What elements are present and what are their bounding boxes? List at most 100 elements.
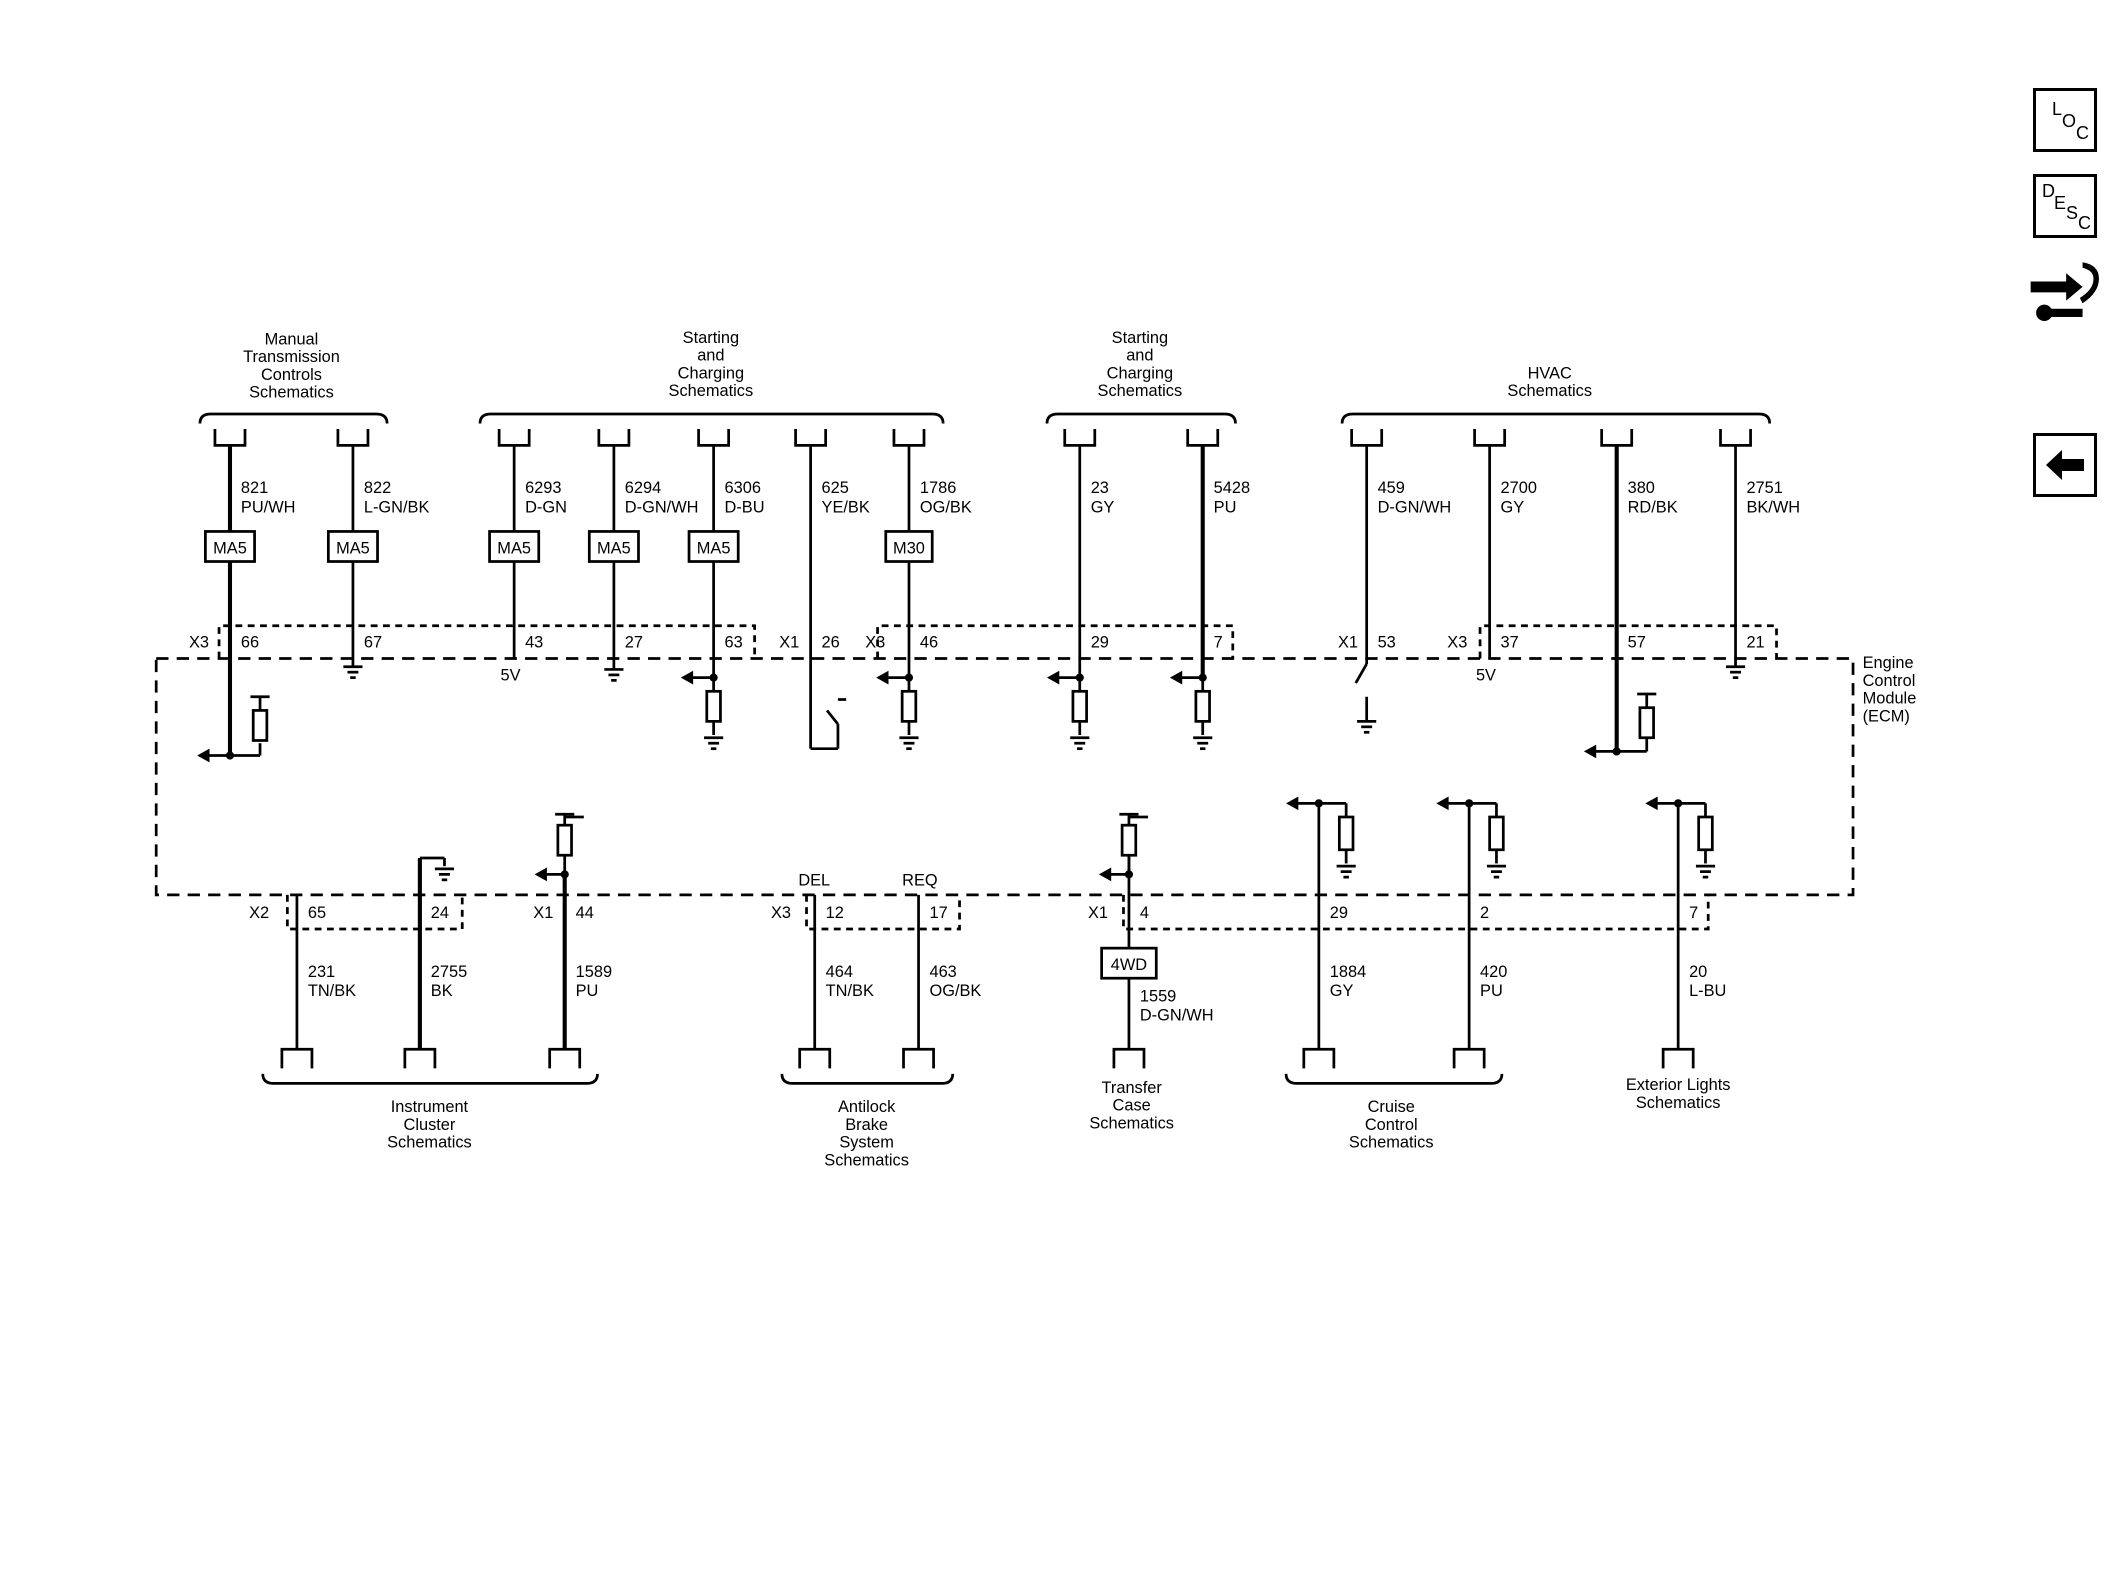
voltage-note: 5V	[500, 666, 520, 684]
circuit-number: 420	[1480, 963, 1507, 981]
resistor-icon	[556, 823, 573, 857]
wire-color: GY	[1091, 498, 1115, 516]
wiring-route-icon[interactable]	[2030, 262, 2099, 322]
svg-text:Schematics: Schematics	[824, 1151, 909, 1169]
desc-button[interactable]: D E S C	[2033, 174, 2097, 238]
pin-number: 7	[1689, 904, 1698, 922]
junction-dot	[1124, 870, 1134, 879]
connector-terminal-icon	[213, 428, 247, 447]
resistor-icon	[1638, 706, 1655, 740]
back-button[interactable]	[2033, 433, 2097, 497]
connector-terminal-icon	[798, 1047, 832, 1069]
junction-dot	[904, 673, 914, 682]
splice-label: MA5	[213, 539, 247, 557]
circuit-number: 2700	[1501, 479, 1537, 497]
voltage-note: 5V	[1476, 666, 1496, 684]
resistor-icon	[1194, 689, 1211, 723]
splice-label: M30	[893, 539, 925, 557]
ecm-label: Engine Control Module (ECM)	[1863, 654, 1917, 725]
junction-dot	[560, 870, 569, 879]
connector-terminal-icon	[697, 428, 731, 447]
junction-dot	[1465, 799, 1474, 808]
svg-text:X1: X1	[533, 904, 553, 922]
wire-color: D-GN	[525, 498, 567, 516]
junction-dot	[1612, 747, 1621, 756]
svg-text:Schematics: Schematics	[1098, 382, 1183, 400]
connector-terminal-icon	[1452, 1047, 1486, 1069]
group-label-hvac: HVAC Schematics	[1507, 364, 1592, 400]
loc-button[interactable]: L O C	[2033, 88, 2097, 152]
loc-letter-l: L	[2052, 99, 2063, 119]
svg-text:Cluster: Cluster	[404, 1116, 456, 1134]
circuit-number: 459	[1378, 479, 1405, 497]
top-connector-labels: X3 X1 X3 X1 X3	[189, 634, 1467, 652]
signal-arrow-icon	[1645, 796, 1658, 811]
pin-number: 65	[308, 904, 326, 922]
resistor-icon	[900, 689, 918, 723]
circuit-number: 231	[308, 963, 335, 981]
splice-label: MA5	[336, 539, 370, 557]
wire-color: RD/BK	[1628, 498, 1678, 516]
svg-text:Schematics: Schematics	[1507, 382, 1592, 400]
svg-text:Engine: Engine	[1863, 654, 1914, 672]
splice-box	[204, 530, 256, 563]
circuit-number: 6306	[725, 479, 761, 497]
circuit-number: 822	[364, 479, 391, 497]
desc-letter-c: C	[2078, 213, 2091, 233]
svg-text:and: and	[1126, 347, 1153, 365]
group-label-exterior-lights: Exterior Lights Schematics	[1626, 1076, 1731, 1112]
wire-color: YE/BK	[822, 498, 870, 516]
pin-number: 46	[920, 634, 938, 652]
junction-dot	[1075, 673, 1084, 682]
circuit-number: 1786	[920, 479, 956, 497]
wire-color: TN/BK	[826, 982, 874, 1000]
connector-terminal-icon	[892, 428, 926, 447]
circuit-number: 1559	[1140, 987, 1176, 1005]
resistor-icon	[1071, 689, 1088, 723]
splice-label: MA5	[697, 539, 731, 557]
circuit-number: 2751	[1746, 479, 1782, 497]
connector-terminal-icon	[1112, 1047, 1146, 1069]
signal-arrow-icon	[680, 670, 694, 685]
connector-terminal-icon	[280, 1047, 314, 1069]
wire-color: PU	[1480, 982, 1503, 1000]
junction-dot	[1674, 799, 1683, 808]
group-label-instrument-cluster: Instrument Cluster Schematics	[387, 1098, 472, 1152]
splice-label: MA5	[597, 539, 631, 557]
group-label-cruise-control: Cruise Control Schematics	[1349, 1098, 1434, 1152]
splice-box	[1100, 946, 1158, 980]
resistor-icon	[251, 709, 269, 742]
circuit-number: 2755	[431, 963, 467, 981]
pin-number: 66	[241, 634, 259, 652]
bottom-group-brackets	[261, 1073, 1504, 1085]
pin-number: 2	[1480, 904, 1489, 922]
signal-arrow-icon	[1046, 670, 1060, 685]
svg-text:Schematics: Schematics	[387, 1134, 472, 1152]
wire-color: D-GN/WH	[1140, 1007, 1214, 1025]
svg-text:Manual: Manual	[265, 330, 319, 348]
wire-color: BK	[431, 982, 453, 1000]
signal-arrow-icon	[1583, 744, 1597, 759]
top-wires: 821PU/WHMA566822L-GN/BKMA5676293D-GNMA54…	[197, 428, 1800, 763]
resistor-icon	[705, 689, 722, 723]
svg-text:Module: Module	[1863, 690, 1917, 708]
splice-box	[687, 530, 740, 563]
circuit-number: 5428	[1214, 479, 1250, 497]
switch-icon	[1354, 663, 1368, 684]
svg-text:Case: Case	[1113, 1097, 1151, 1115]
connector-terminal-icon	[902, 1047, 935, 1069]
group-label-manual-transmission: Manual Transmission Controls Schematics	[243, 330, 340, 401]
wire-color: OG/BK	[920, 498, 972, 516]
loc-letter-c: C	[2076, 123, 2089, 143]
pin-number: 29	[1330, 904, 1348, 922]
svg-text:Cruise: Cruise	[1368, 1098, 1415, 1116]
